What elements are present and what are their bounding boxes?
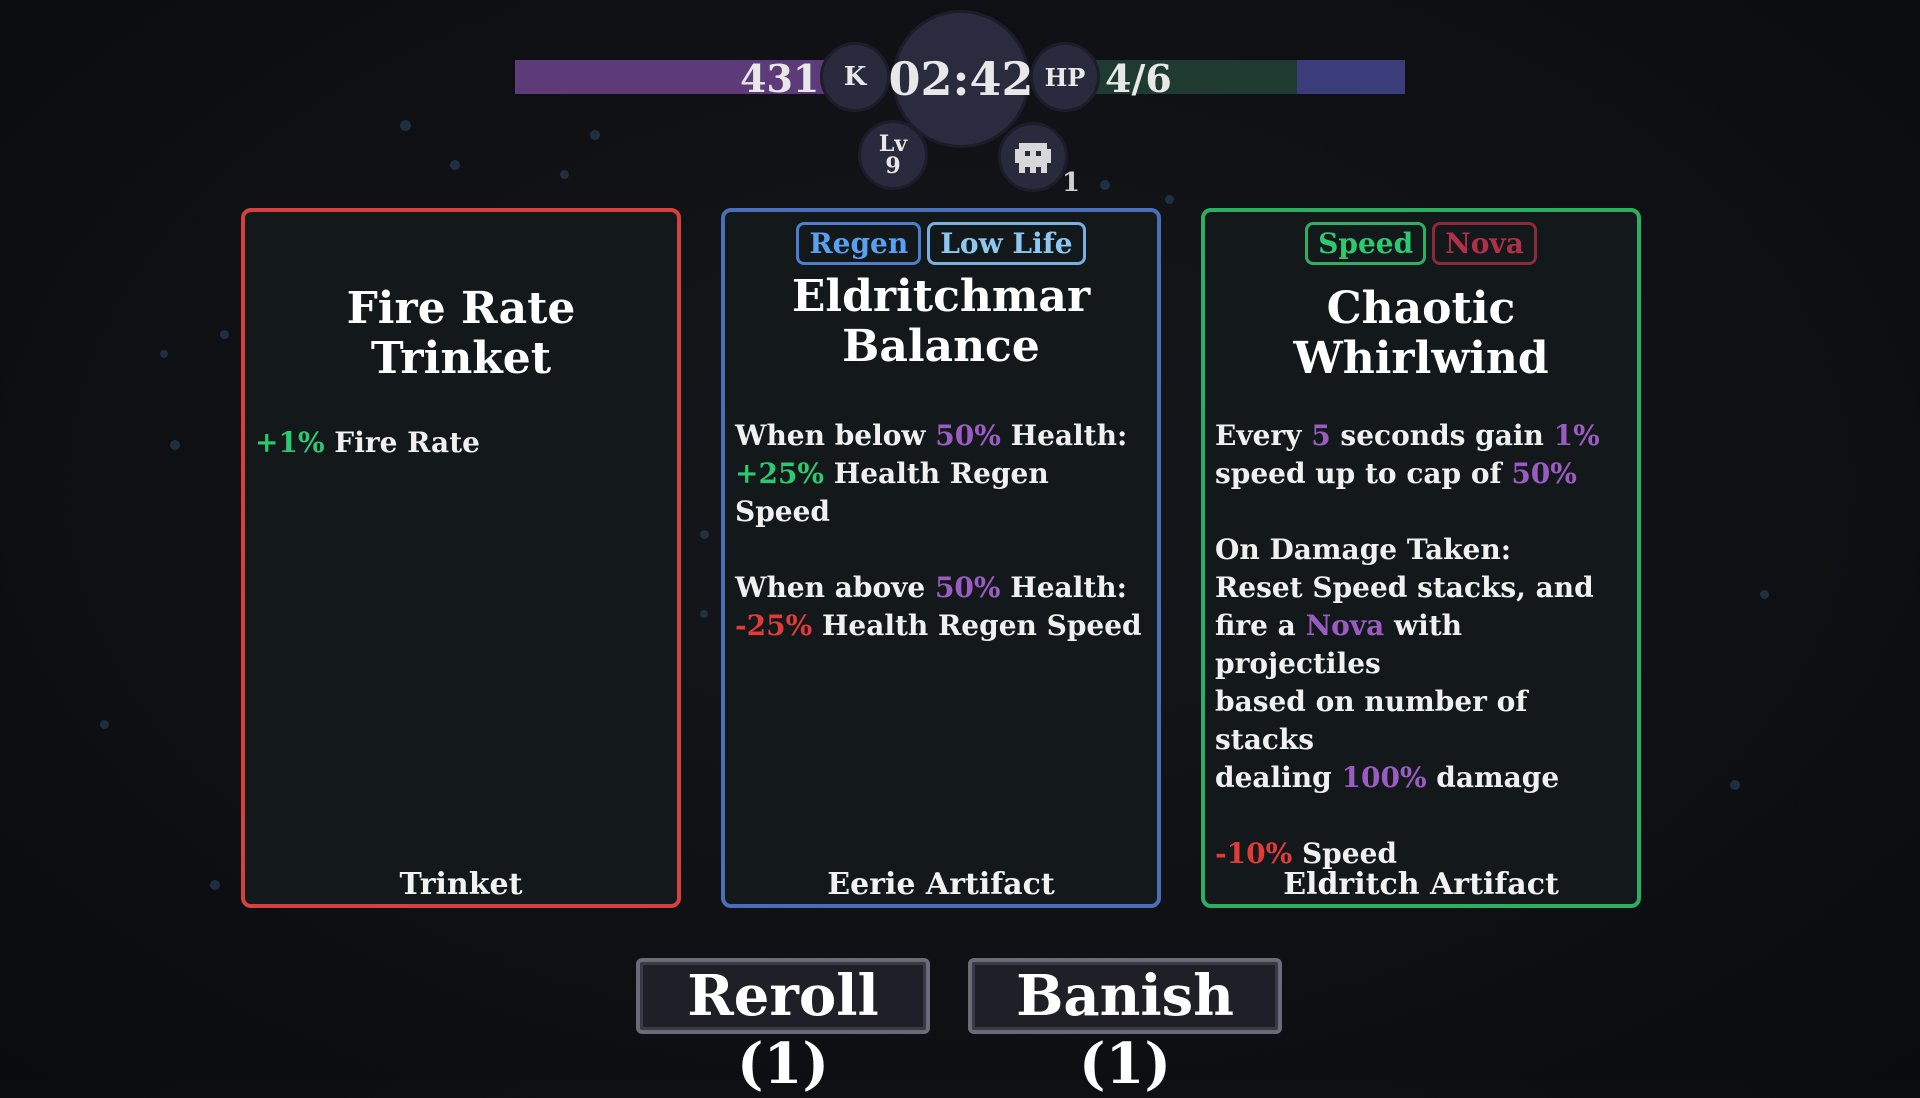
description-text: Health Regen Speed: [812, 609, 1142, 642]
description-text: +25%: [735, 457, 825, 490]
description-text: When above: [735, 571, 935, 604]
description-text: Health:: [1000, 571, 1127, 604]
description-line: When above 50% Health:: [735, 569, 1147, 607]
upgrade-card-fire-rate-trinket[interactable]: Fire Rate Trinket +1% Fire Rate Trinket: [241, 208, 681, 908]
reroll-button[interactable]: Reroll (1): [636, 958, 930, 1097]
card-rarity: Eldritch Artifact: [1283, 867, 1559, 902]
tag-low-life: Low Life: [927, 222, 1086, 265]
ghost-count: 1: [1062, 168, 1081, 198]
card-rarity: Eerie Artifact: [827, 867, 1055, 902]
kills-bar: [515, 60, 825, 94]
description-line: based on number of stacks: [1215, 683, 1627, 759]
description-text: 1%: [1553, 419, 1600, 452]
description-text: Speed: [1292, 837, 1397, 870]
description-text: Health Regen Speed: [735, 457, 1049, 528]
description-line: -25% Health Regen Speed: [735, 607, 1147, 645]
description-line: dealing 100% damage: [1215, 759, 1627, 797]
description-line: Every 5 seconds gain 1%: [1215, 417, 1627, 455]
description-paragraph: When above 50% Health:-25% Health Regen …: [735, 569, 1147, 645]
description-text: Health:: [1000, 419, 1128, 452]
health-bar: [1080, 60, 1405, 94]
card-rarity: Trinket: [399, 867, 523, 902]
run-timer: 02:42: [889, 10, 1034, 148]
upgrade-card-chaotic-whirlwind[interactable]: Speed Nova Chaotic Whirlwind Every 5 sec…: [1201, 208, 1641, 908]
description-text: -10%: [1215, 837, 1293, 870]
card-title: Chaotic Whirlwind: [1293, 283, 1549, 384]
kills-badge: K: [820, 42, 890, 112]
description-line: -10% Speed: [1215, 835, 1627, 873]
card-description: Every 5 seconds gain 1%speed up to cap o…: [1215, 417, 1627, 911]
description-text: When below: [735, 419, 936, 452]
description-text: speed up to cap of: [1215, 457, 1512, 490]
description-text: 100%: [1341, 761, 1427, 794]
description-text: Every: [1215, 419, 1312, 452]
tag-regen: Regen: [796, 222, 922, 265]
level-label: Lv: [878, 131, 908, 157]
tag-speed: Speed: [1305, 222, 1427, 265]
description-paragraph: Every 5 seconds gain 1%speed up to cap o…: [1215, 417, 1627, 493]
description-text: 5: [1311, 419, 1331, 452]
description-line: When below 50% Health:: [735, 417, 1147, 455]
description-paragraph: When below 50% Health:+25% Health Regen …: [735, 417, 1147, 531]
description-text: based on number of stacks: [1215, 685, 1528, 756]
card-description: When below 50% Health:+25% Health Regen …: [735, 417, 1147, 683]
card-description: +1% Fire Rate: [255, 424, 667, 462]
hp-badge: HP: [1030, 42, 1100, 112]
card-tags: Regen Low Life: [725, 222, 1157, 265]
health-value: 4/6: [1105, 56, 1172, 101]
level-value: 9: [885, 153, 901, 179]
description-line: On Damage Taken:: [1215, 531, 1627, 569]
card-title: Eldritchmar Balance: [791, 271, 1091, 372]
description-text: Fire Rate: [324, 426, 480, 459]
card-title: Fire Rate Trinket: [346, 283, 576, 384]
description-line: fire a Nova with projectiles: [1215, 607, 1627, 683]
description-text: fire a: [1215, 609, 1306, 642]
description-text: -25%: [735, 609, 813, 642]
ghost-badge: [998, 122, 1068, 192]
description-line: Reset Speed stacks, and: [1215, 569, 1627, 607]
description-text: On Damage Taken:: [1215, 533, 1512, 566]
description-text: seconds gain: [1330, 419, 1554, 452]
description-text: with projectiles: [1215, 609, 1463, 680]
description-text: 50%: [1511, 457, 1577, 490]
description-line: speed up to cap of 50%: [1215, 455, 1627, 493]
description-line: +1% Fire Rate: [255, 424, 667, 462]
description-text: 50%: [934, 571, 1001, 604]
description-text: +1%: [255, 426, 325, 459]
level-badge: Lv 9: [858, 120, 928, 190]
hud: 431 K 4/6 HP 02:42 Lv 9 1: [0, 0, 1920, 200]
card-tags: Speed Nova: [1205, 222, 1637, 265]
description-text: damage: [1426, 761, 1560, 794]
tag-nova: Nova: [1432, 222, 1537, 265]
upgrade-card-eldritchmar-balance[interactable]: Regen Low Life Eldritchmar Balance When …: [721, 208, 1161, 908]
description-text: 50%: [935, 419, 1001, 452]
description-paragraph: -10% Speed: [1215, 835, 1627, 873]
description-text: dealing: [1215, 761, 1342, 794]
description-line: +25% Health Regen Speed: [735, 455, 1147, 531]
kill-count: 431: [740, 56, 820, 101]
description-text: Reset Speed stacks, and: [1215, 571, 1594, 604]
ghost-icon: [1015, 143, 1051, 173]
banish-button[interactable]: Banish (1): [968, 958, 1282, 1097]
description-text: Nova: [1305, 609, 1385, 642]
